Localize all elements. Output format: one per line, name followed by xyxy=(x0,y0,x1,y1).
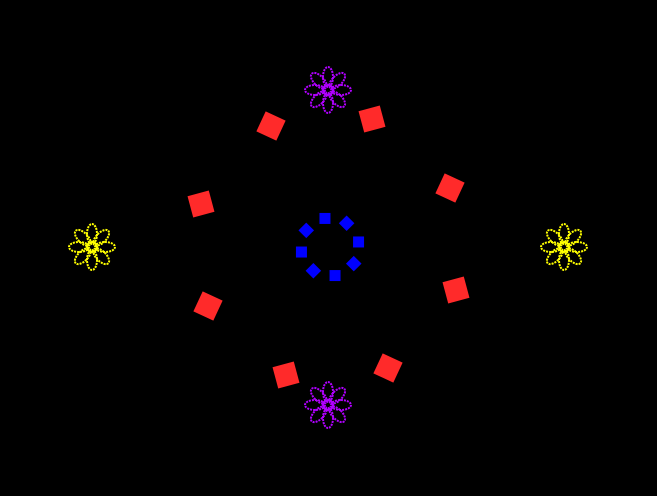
blue-square-8 xyxy=(298,222,315,239)
red-squares-group xyxy=(187,105,470,389)
red-square-6 xyxy=(442,276,470,304)
blue-square-5 xyxy=(329,270,341,282)
blue-square-1 xyxy=(319,212,331,224)
red-square-8 xyxy=(373,353,403,383)
red-square-1 xyxy=(256,111,286,141)
red-square-3 xyxy=(187,190,215,218)
blue-square-2 xyxy=(338,215,355,232)
red-square-5 xyxy=(193,291,223,321)
red-square-4 xyxy=(435,173,465,203)
red-square-2 xyxy=(358,105,386,133)
red-square-7 xyxy=(272,361,300,389)
blue-square-7 xyxy=(295,246,307,258)
blue-square-3 xyxy=(353,236,365,248)
purple-flower-bottom xyxy=(304,381,352,429)
